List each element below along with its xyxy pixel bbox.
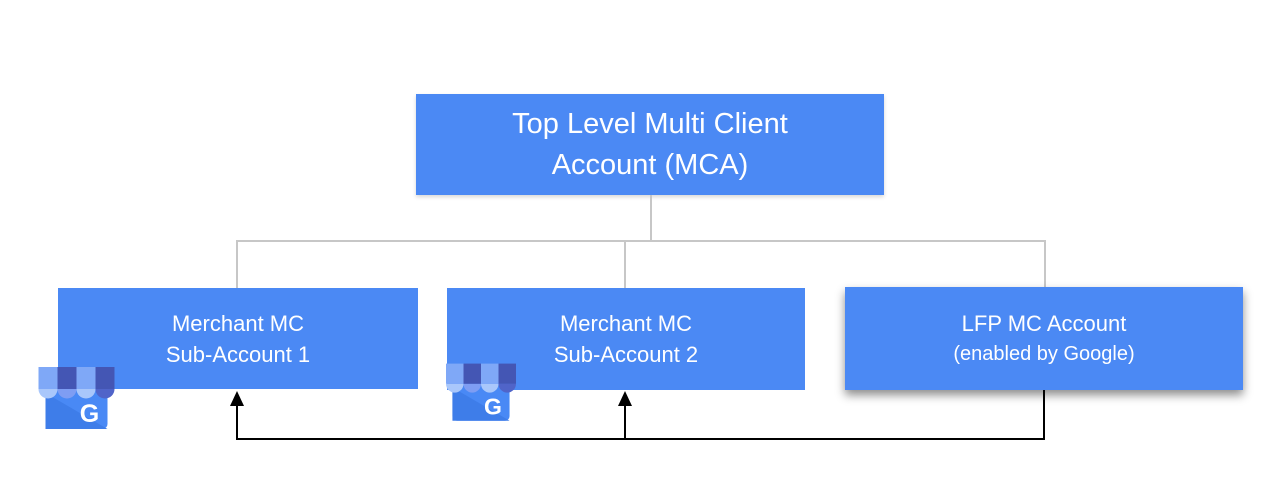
node-label-line: Merchant MC	[559, 311, 693, 336]
node-label-line: Merchant MC	[171, 310, 305, 336]
node-label-line: Account (MCA)	[551, 148, 749, 181]
arrowhead-up-icon	[230, 391, 244, 406]
flow-line-up-sub1	[236, 403, 238, 439]
gmb-awning	[38, 367, 115, 399]
flow-line-lfp-down	[1043, 390, 1045, 440]
flow-line-horizontal	[236, 438, 1045, 440]
gmb-letter-g: G	[80, 400, 99, 428]
node-label-line: Top Level Multi Client	[512, 107, 788, 140]
gmb-awning	[446, 363, 516, 393]
node-lfp-mc-account: LFP MC Account (enabled by Google)	[845, 287, 1243, 390]
tree-connector-drop-sub1	[236, 240, 238, 289]
tree-connector-drop-sub2	[624, 240, 626, 289]
node-label-line: LFP MC Account	[961, 310, 1127, 336]
node-top-level-mca: Top Level Multi Client Account (MCA)	[416, 94, 884, 195]
google-business-storefront-icon: G	[38, 367, 115, 429]
node-label-line: (enabled by Google)	[953, 342, 1135, 365]
arrowhead-up-icon	[618, 391, 632, 406]
gmb-letter-g: G	[484, 393, 502, 419]
tree-connector-horizontal	[236, 240, 1046, 242]
google-business-storefront-icon: G	[446, 363, 516, 421]
tree-connector-drop-lfp	[1044, 240, 1046, 288]
node-label-line: Sub-Account 2	[553, 342, 699, 367]
node-label-line: Sub-Account 1	[165, 341, 311, 367]
flow-line-up-sub2	[624, 403, 626, 439]
node-merchant-sub-account-1: Merchant MC Sub-Account 1	[58, 288, 418, 389]
tree-connector-vertical-root	[650, 195, 652, 241]
